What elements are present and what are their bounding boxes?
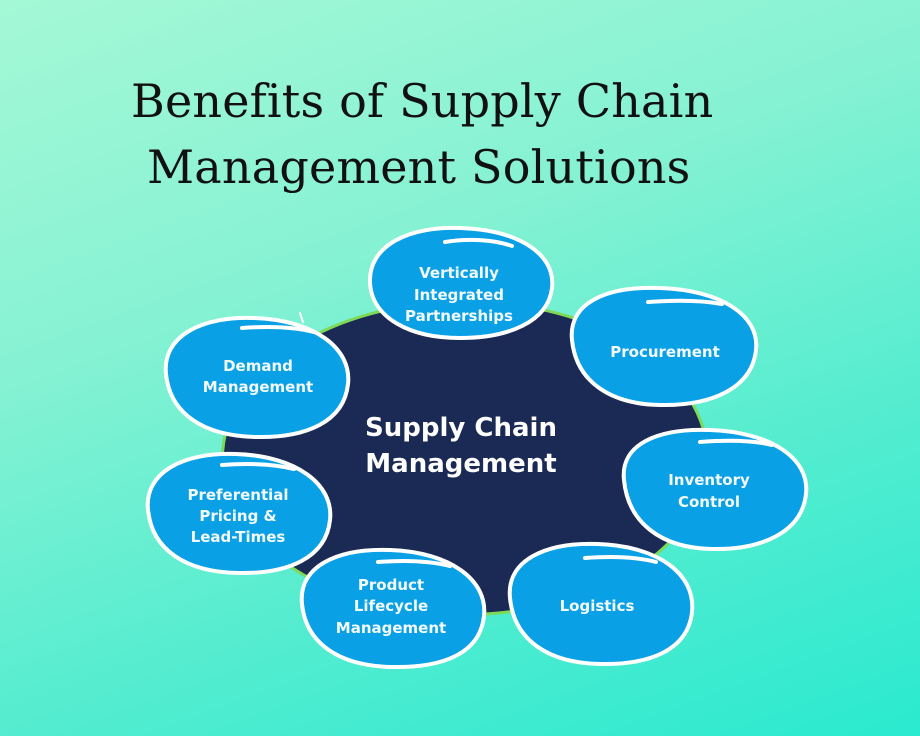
node-label: Pricing & — [199, 507, 276, 525]
node-label: Integrated — [414, 286, 504, 304]
node-label: Control — [678, 493, 740, 511]
node-procurement: Procurement — [569, 285, 759, 408]
node-vertically-integrated-partnerships: Vertically Integrated Partnerships — [367, 225, 555, 341]
node-inventory-control: Inventory Control — [621, 427, 809, 552]
node-label: Vertically — [419, 264, 499, 282]
node-label: Product — [358, 576, 424, 594]
node-label: Preferential — [187, 486, 288, 504]
node-label: Demand — [223, 357, 293, 375]
node-label: Partnerships — [405, 307, 513, 325]
node-label: Inventory — [668, 471, 750, 489]
title-line-2: Management Solutions — [147, 140, 691, 194]
node-product-lifecycle-management: Product Lifecycle Management — [299, 547, 487, 670]
node-preferential-pricing-lead-times: Preferential Pricing & Lead-Times — [145, 451, 333, 576]
node-label: Logistics — [560, 597, 635, 615]
node-demand-management: Demand Management — [163, 312, 351, 440]
node-label: Lead-Times — [191, 528, 286, 546]
title-line-1: Benefits of Supply Chain — [131, 74, 714, 128]
center-label-line-2: Management — [365, 449, 556, 479]
node-label: Lifecycle — [354, 597, 428, 615]
node-label: Management — [203, 378, 313, 396]
node-logistics: Logistics — [507, 541, 695, 667]
node-label: Management — [336, 619, 446, 637]
center-label-line-1: Supply Chain — [365, 413, 557, 443]
node-label: Procurement — [610, 343, 720, 361]
